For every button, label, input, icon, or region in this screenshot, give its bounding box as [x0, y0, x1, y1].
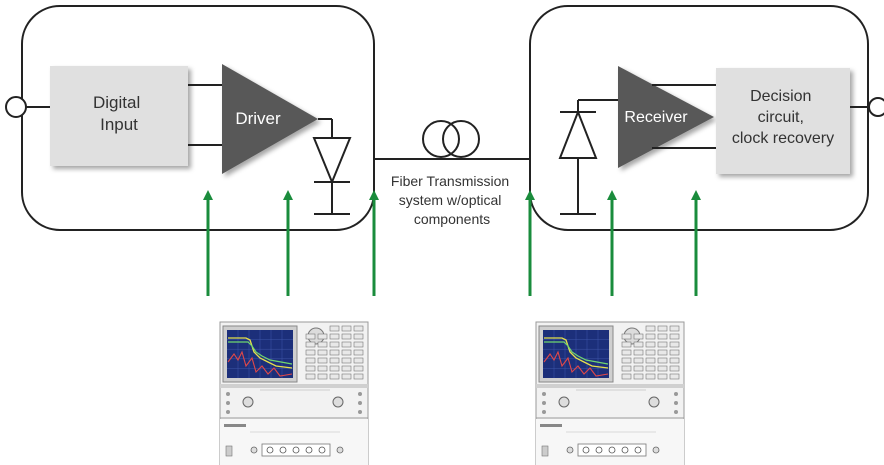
network-analyzer-instrument-icon [219, 321, 369, 465]
transmitter-module: Digital Input Driver [5, 5, 375, 231]
decision-circuit-label: Decision circuit, clock recovery [732, 88, 834, 147]
test-arrows [203, 190, 701, 296]
receiver-amplifier [618, 66, 714, 168]
network-analyzer-instrument-icon [535, 321, 685, 465]
receiver-enclosure [529, 5, 869, 231]
laser-diode-icon [312, 137, 352, 215]
fiber-link-label: Fiber Transmission system w/optical comp… [391, 173, 513, 227]
driver-amplifier [222, 64, 318, 174]
receiver-module: Receiver Decision circuit, clock recover… [529, 5, 884, 231]
digital-input-label: Digital Input [93, 93, 145, 134]
decision-circuit-block [716, 68, 850, 174]
transmitter-enclosure [21, 5, 375, 231]
photodiode-icon [558, 100, 598, 215]
receiver-label: Receiver [624, 109, 688, 126]
driver-label: Driver [235, 109, 281, 128]
fiber-link: Fiber Transmission system w/optical comp… [374, 120, 530, 227]
fiber-spool-icon [422, 120, 480, 158]
output-port-icon [868, 97, 884, 117]
input-port-icon [5, 96, 27, 118]
digital-input-block [50, 66, 188, 166]
